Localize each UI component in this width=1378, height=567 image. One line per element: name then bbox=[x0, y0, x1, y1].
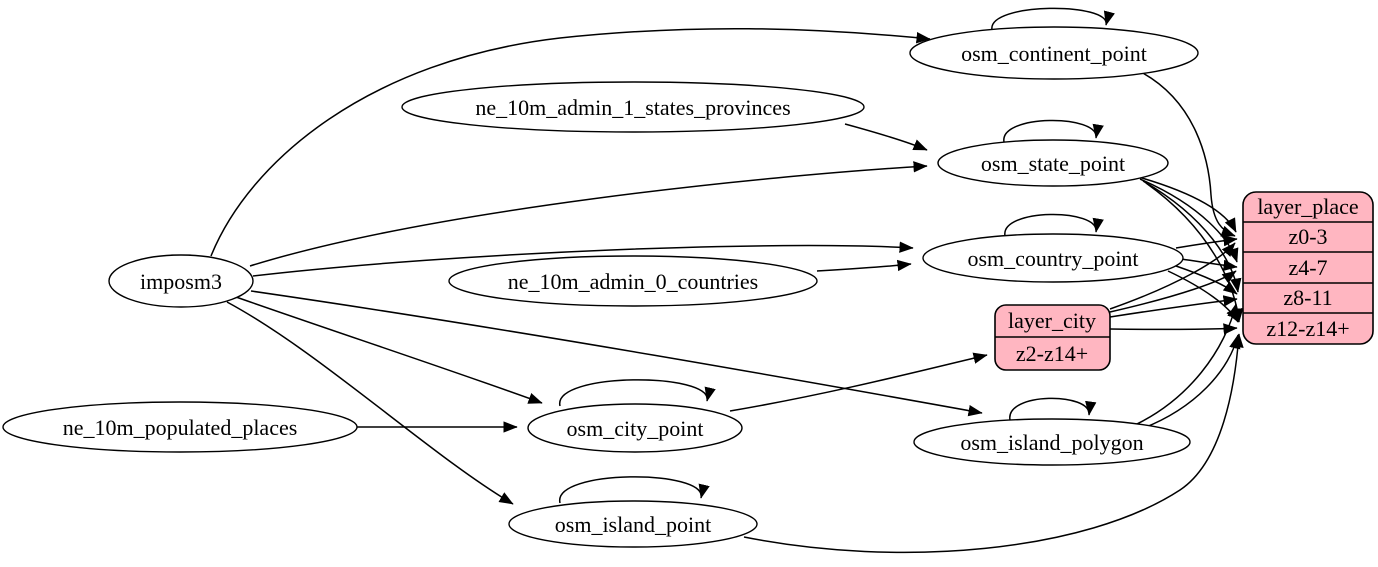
osm_state_point-label: osm_state_point bbox=[981, 151, 1125, 176]
node-imposm3: imposm3 bbox=[108, 254, 254, 308]
layer_place-row-z8-11: z8-11 bbox=[1283, 285, 1332, 310]
osm_city_point-label: osm_city_point bbox=[567, 416, 704, 441]
nodes-layer: imposm3 ne_10m_admin_1_states_provinces … bbox=[2, 26, 1374, 548]
edge-osm_country_point-layer_place-z8-11 bbox=[1175, 265, 1238, 295]
ne_10m_admin_0_countries-label: ne_10m_admin_0_countries bbox=[508, 269, 759, 294]
node-osm_continent_point: osm_continent_point bbox=[909, 26, 1199, 80]
edge-osm_state_point-layer_place-z0-3 bbox=[1134, 175, 1237, 233]
osm_country_point-ellipse bbox=[922, 233, 1184, 283]
layer_place-row-z12-z14: z12-z14+ bbox=[1266, 316, 1349, 341]
edges-layer bbox=[210, 7, 1244, 554]
osm_island_polygon-label: osm_island_polygon bbox=[960, 430, 1143, 455]
layer_place-rect bbox=[1242, 191, 1374, 345]
node-ne_10m_admin_0_countries: ne_10m_admin_0_countries bbox=[448, 255, 818, 307]
layer_place-header: layer_place bbox=[1257, 194, 1358, 219]
edge-imposm3-osm_island_point bbox=[226, 301, 514, 505]
layer_city-row-z2-z14: z2-z14+ bbox=[1016, 341, 1088, 366]
ne_10m_admin_1_states_provinces-label: ne_10m_admin_1_states_provinces bbox=[475, 95, 790, 120]
osm_island_point-label: osm_island_point bbox=[555, 512, 711, 537]
selfloop-osm_island_polygon bbox=[1009, 397, 1097, 421]
selfloop-osm_continent_point bbox=[991, 7, 1115, 31]
osm_continent_point-label: osm_continent_point bbox=[961, 41, 1147, 66]
edge-ne_10m_admin_1_states_provinces-osm_state_point bbox=[844, 123, 928, 151]
edge-ne_10m_admin_0_countries-osm_country_point bbox=[816, 259, 912, 272]
node-ne_10m_admin_1_states_provinces: ne_10m_admin_1_states_provinces bbox=[401, 81, 865, 133]
selfloop-osm_city_point bbox=[559, 379, 716, 407]
osm_island_point-ellipse bbox=[508, 500, 758, 548]
imposm3-ellipse bbox=[108, 254, 254, 308]
edge-osm_island_point-layer_place-z12-z14 bbox=[743, 333, 1244, 554]
node-ne_10m_populated_places: ne_10m_populated_places bbox=[2, 401, 358, 453]
ne_10m_populated_places-label: ne_10m_populated_places bbox=[63, 415, 298, 440]
node-osm_country_point: osm_country_point bbox=[922, 233, 1184, 283]
osm_city_point-ellipse bbox=[527, 403, 743, 453]
imposm3-label: imposm3 bbox=[140, 269, 222, 294]
edge-osm_continent_point-layer_place-z0-3 bbox=[1140, 71, 1236, 237]
ne_10m_populated_places-ellipse bbox=[2, 401, 358, 453]
osm_continent_point-ellipse bbox=[909, 26, 1199, 80]
node-osm_island_point: osm_island_point bbox=[508, 500, 758, 548]
edge-imposm3-osm_country_point bbox=[252, 241, 914, 277]
ne_10m_admin_1_states_provinces-ellipse bbox=[401, 81, 865, 133]
node-osm_city_point: osm_city_point bbox=[527, 403, 743, 453]
edge-osm_island_polygon-layer_place-z8-11 bbox=[1125, 303, 1239, 430]
selfloop-osm_country_point bbox=[1004, 213, 1104, 237]
osm_island_polygon-ellipse bbox=[913, 418, 1191, 466]
edge-layer_city-layer_place-z0-3 bbox=[1109, 242, 1236, 310]
node-layer_place: layer_place z0-3 z4-7 z8-11 z12-z14+ bbox=[1242, 191, 1374, 345]
edge-layer_city-layer_place-z4-7 bbox=[1109, 270, 1237, 313]
layer_place-row-z0-3: z0-3 bbox=[1288, 224, 1327, 249]
ne_10m_admin_0_countries-ellipse bbox=[448, 255, 818, 307]
edge-layer_city-layer_place-z12-z14 bbox=[1109, 323, 1238, 335]
node-osm_island_polygon: osm_island_polygon bbox=[913, 418, 1191, 466]
edge-osm_country_point-layer_place-z0-3 bbox=[1175, 235, 1238, 249]
edge-osm_city_point-layer_city-z2-z14 bbox=[729, 352, 988, 412]
selfloop-osm_island_point bbox=[559, 476, 710, 504]
edge-imposm3-osm_island_polygon bbox=[250, 290, 983, 417]
edge-imposm3-osm_state_point bbox=[249, 161, 928, 267]
edge-imposm3-osm_continent_point bbox=[210, 27, 931, 257]
edge-osm_country_point-layer_place-z4-7 bbox=[1180, 258, 1238, 271]
osm_country_point-label: osm_country_point bbox=[967, 246, 1138, 271]
layer_city-header: layer_city bbox=[1008, 308, 1096, 333]
layer_place-row-z4-7: z4-7 bbox=[1288, 255, 1327, 280]
edge-layer_city-layer_place-z8-11 bbox=[1109, 295, 1238, 318]
selfloop-osm_state_point bbox=[1003, 119, 1104, 143]
edge-osm_state_point-layer_place-z8-11 bbox=[1142, 180, 1242, 293]
node-layer_city: layer_city z2-z14+ bbox=[994, 304, 1111, 371]
osm_state_point-ellipse bbox=[937, 139, 1169, 187]
edge-imposm3-osm_city_point bbox=[235, 296, 543, 404]
node-osm_state_point: osm_state_point bbox=[937, 139, 1169, 187]
